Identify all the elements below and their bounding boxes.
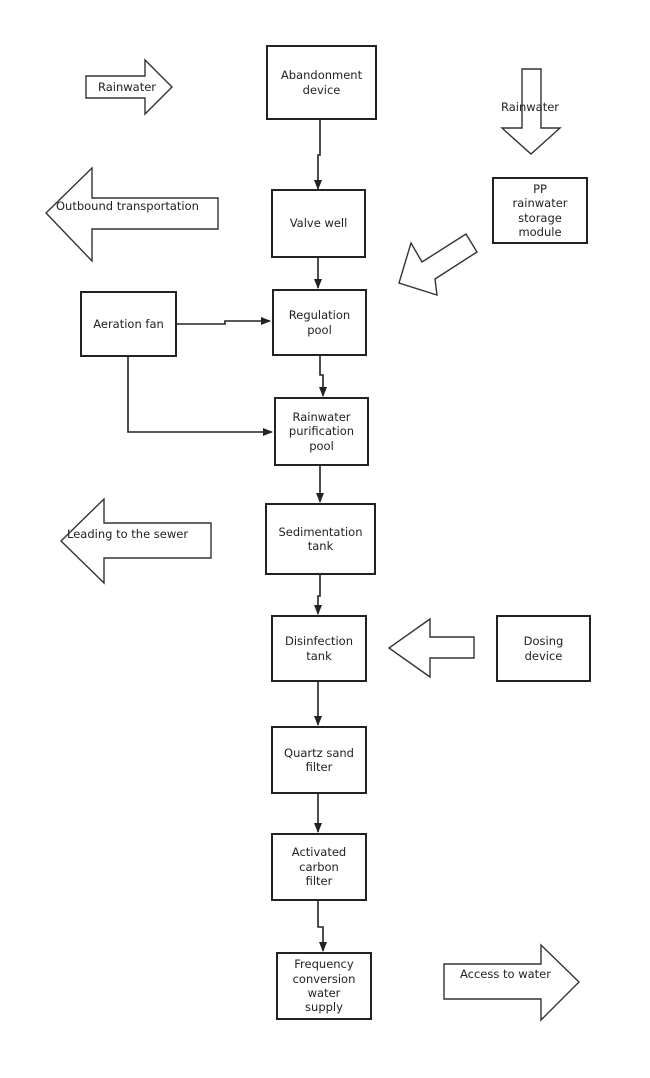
connector-aeration-to-regulation: [177, 317, 271, 325]
rainwater-right-arrow: [85, 58, 173, 116]
aeration-fan-box: Aeration fan: [80, 291, 177, 357]
pp-module-label: PP rainwater storage module: [512, 181, 568, 239]
frequency-conversion-water-supply-label: Frequency conversion water supply: [292, 957, 356, 1015]
activated-carbon-filter-label: Activated carbon filter: [291, 845, 347, 889]
outbound-transportation-arrow: [45, 166, 219, 263]
disinfection-tank-label: Disinfection tank: [284, 634, 353, 663]
connector-carbon-to-frequency: [317, 901, 327, 952]
rainwater-purification-pool-label: Rainwater purification pool: [288, 409, 355, 453]
connector-regulation-to-purification: [319, 356, 327, 397]
leading-to-sewer-label: Leading to the sewer: [67, 527, 189, 541]
valve-well-box: Valve well: [271, 189, 366, 258]
frequency-conversion-water-supply-box: Frequency conversion water supply: [276, 952, 372, 1020]
access-to-water-label: Access to water: [460, 967, 551, 981]
regulation-pool-box: Regulation pool: [272, 289, 367, 356]
activated-carbon-filter-box: Activated carbon filter: [271, 833, 367, 901]
dosing-device-label: Dosing device: [523, 634, 564, 663]
connector-aeration-to-purification: [127, 357, 273, 436]
valve-well-label: Valve well: [289, 216, 348, 231]
sedimentation-tank-label: Sedimentation tank: [278, 524, 363, 553]
disinfection-tank-box: Disinfection tank: [271, 615, 367, 682]
sewer-arrow: [59, 497, 212, 585]
dosing-arrow: [387, 617, 475, 679]
rainwater-right-label: Rainwater: [98, 80, 157, 94]
aeration-fan-label: Aeration fan: [93, 316, 164, 331]
pp-rainwater-storage-module-box: PP rainwater storage module: [492, 177, 588, 244]
dosing-device-box: Dosing device: [496, 615, 591, 682]
abandonment-device-box: Abandonment device: [266, 45, 377, 120]
quartz-sand-filter-box: Quartz sand filter: [271, 726, 367, 794]
access-to-water-arrow: [443, 943, 580, 1022]
rainwater-purification-pool-box: Rainwater purification pool: [274, 397, 369, 466]
sedimentation-tank-box: Sedimentation tank: [265, 503, 376, 575]
regulation-pool-label: Regulation pool: [288, 308, 351, 337]
connector-abandonment-to-valve: [314, 120, 322, 190]
rainwater-down-arrow: [500, 68, 562, 155]
connector-sedimentation-to-disinfection: [314, 575, 322, 615]
outbound-transportation-label: Outbound transportation: [56, 199, 199, 213]
pp-diagonal-arrow: [398, 233, 478, 296]
quartz-sand-filter-label: Quartz sand filter: [284, 745, 354, 774]
abandonment-device-label: Abandonment device: [280, 68, 363, 97]
rainwater-down-label: Rainwater: [501, 100, 560, 114]
